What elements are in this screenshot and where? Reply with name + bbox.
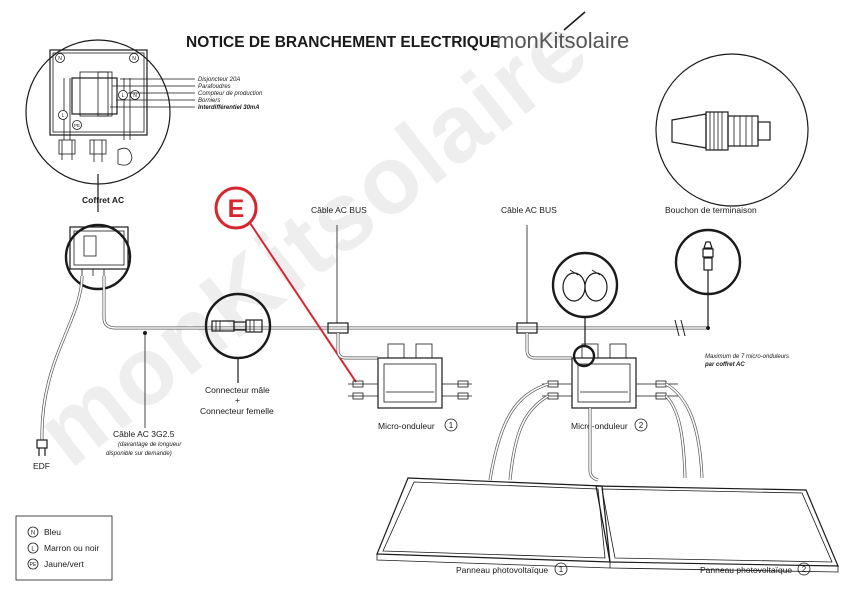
cable-3g25-label: Câble AC 3G2.5 (113, 429, 175, 439)
panneau-1-label: Panneau photovoltaïque (456, 565, 548, 575)
cable-ac-bus-label-2: Câble AC BUS (501, 205, 557, 215)
micro-onduleur-1-label: Micro-onduleur (378, 421, 435, 431)
legend-label: Bleu (44, 527, 61, 537)
pin-label: N (58, 56, 62, 62)
brand-logo: monKitsolaire (496, 28, 629, 53)
bouchon-detail-zoom (655, 53, 809, 207)
dc-cable (588, 408, 599, 482)
panneau-2-number-badge (797, 562, 811, 576)
ac-bus-tee-1 (327, 225, 378, 360)
pin-label: L (122, 93, 125, 99)
panneau-photovoltaique-1 (376, 477, 611, 569)
pin-label: PE (74, 123, 80, 128)
max-micro-note: Maximum de 7 micro-onduleurs (705, 354, 789, 360)
cable-3g25-note: (davantage de longueur (118, 442, 182, 448)
coffret-zoom-circle (64, 223, 132, 291)
panneau-2-label: Panneau photovoltaïque (700, 565, 792, 575)
page-title: NOTICE DE BRANCHEMENT ELECTRIQUE (186, 34, 500, 51)
connecteur-male-label: Connecteur mâle (205, 385, 270, 395)
edf-label: EDF (33, 461, 50, 471)
pin-label: L (62, 113, 65, 119)
panneau-1-number: 1 (559, 565, 564, 574)
cable-3g25-note: disponible sur demande) (106, 451, 172, 457)
edf-plug-icon (36, 439, 48, 456)
micro-1-number-badge (444, 418, 458, 432)
dc-cable (508, 394, 549, 481)
cable-loop-zoom (551, 251, 619, 346)
micro-2-number: 2 (639, 421, 644, 430)
bouchon-label: Bouchon de terminaison (665, 205, 757, 215)
wire-color-legend (15, 515, 113, 581)
micro-1-number: 1 (449, 421, 454, 430)
micro-2-number-badge (634, 418, 648, 432)
connecteur-femelle-label: Connecteur femelle (200, 406, 274, 416)
coffret-legend-item: Interdifférentiel 30mA (198, 105, 260, 111)
coffret-legend-item: Compteur de production (198, 91, 263, 97)
bouchon-zoom (674, 228, 742, 328)
ac-bus-tee-2 (516, 225, 572, 360)
legend-symbol: PE (30, 562, 37, 568)
panneau-photovoltaique-2 (595, 485, 839, 573)
marker-e-letter: E (228, 195, 245, 223)
panneau-1-number-badge (554, 562, 568, 576)
watermark: monKitsolaire (17, 0, 608, 487)
coffret-legend-item: Borniers (198, 98, 220, 104)
coffret-ac-label: Coffret AC (82, 195, 124, 205)
coffret-legend-item: Parafoudres (198, 84, 231, 90)
panneau-2-number: 2 (802, 565, 807, 574)
pin-label: N (133, 93, 137, 99)
max-micro-note: par coffret AC (704, 362, 745, 368)
micro-onduleur-2-label: Micro-onduleur (571, 421, 628, 431)
coffret-legend-item: Disjoncteur 20A (198, 77, 240, 83)
micro-onduleur-1 (348, 343, 472, 409)
legend-symbol: N (31, 531, 35, 537)
pin-label: N (132, 56, 136, 62)
connecteur-plus: + (235, 395, 240, 405)
legend-symbol: L (31, 547, 35, 553)
legend-label: Marron ou noir (44, 543, 99, 553)
brand-logo-swoosh (563, 11, 586, 31)
micro-onduleur-2 (542, 343, 678, 409)
coffret-detail-zoom: N N L N L PE (25, 39, 195, 185)
cable-ac-bus-label-1: Câble AC BUS (311, 205, 367, 215)
legend-label: Jaune/vert (44, 559, 84, 569)
